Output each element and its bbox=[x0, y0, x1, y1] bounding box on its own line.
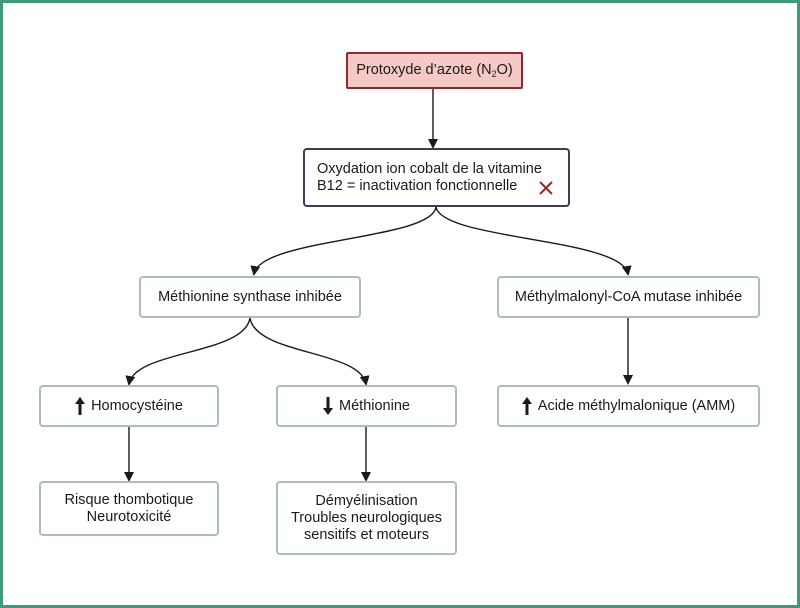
thrombotic-risk-line-2: Neurotoxicité bbox=[86, 508, 172, 525]
demyelination-line-3: sensitifs et moteurs bbox=[304, 526, 429, 543]
x-cross-icon bbox=[539, 181, 553, 195]
nitrous-oxide-label: Protoxyde d’azote (N2O) bbox=[356, 62, 513, 79]
arrow-methionine-synthase-to-homocysteine bbox=[125, 317, 251, 386]
up-arrow-icon bbox=[521, 397, 532, 415]
thrombotic-risk-node: Risque thombotique Neurotoxicité bbox=[39, 481, 219, 536]
cobalt-oxidation-line-1: Oxydation ion cobalt de la vitamine bbox=[317, 160, 542, 177]
up-arrow-icon bbox=[75, 397, 86, 415]
demyelination-line-2: Troubles neurologiques bbox=[290, 509, 442, 526]
methylmalonyl-coa-mutase-node: Méthylmalonyl-CoA mutase inhibée bbox=[497, 276, 760, 318]
arrow-oxidation-to-methionine-synthase bbox=[250, 206, 437, 276]
homocysteine-label: Homocystéine bbox=[91, 397, 183, 414]
arrow-methionine-synthase-to-methionine bbox=[249, 317, 370, 386]
arrow-oxidation-to-methylmalonyl bbox=[435, 206, 632, 276]
demyelination-line-1: Démyélinisation bbox=[315, 492, 418, 509]
demyelination-node: Démyélinisation Troubles neurologiques s… bbox=[276, 481, 457, 555]
down-arrow-icon bbox=[323, 397, 334, 415]
methionine-label: Méthionine bbox=[339, 397, 410, 414]
thrombotic-risk-line-1: Risque thombotique bbox=[64, 491, 194, 508]
methionine-synthase-label: Méthionine synthase inhibée bbox=[158, 288, 342, 305]
methylmalonyl-coa-mutase-label: Méthylmalonyl-CoA mutase inhibée bbox=[514, 288, 743, 305]
methionine-synthase-node: Méthionine synthase inhibée bbox=[139, 276, 361, 318]
methylmalonic-acid-label: Acide méthylmalonique (AMM) bbox=[537, 397, 736, 414]
methylmalonic-acid-node: Acide méthylmalonique (AMM) bbox=[497, 385, 760, 427]
homocysteine-node: Homocystéine bbox=[39, 385, 219, 427]
nitrous-oxide-node: Protoxyde d’azote (N2O) bbox=[346, 52, 523, 89]
cobalt-oxidation-line-2: B12 = inactivation fonctionnelle bbox=[317, 177, 518, 194]
cobalt-oxidation-node: Oxydation ion cobalt de la vitamine B12 … bbox=[303, 148, 570, 207]
methionine-node: Méthionine bbox=[276, 385, 457, 427]
